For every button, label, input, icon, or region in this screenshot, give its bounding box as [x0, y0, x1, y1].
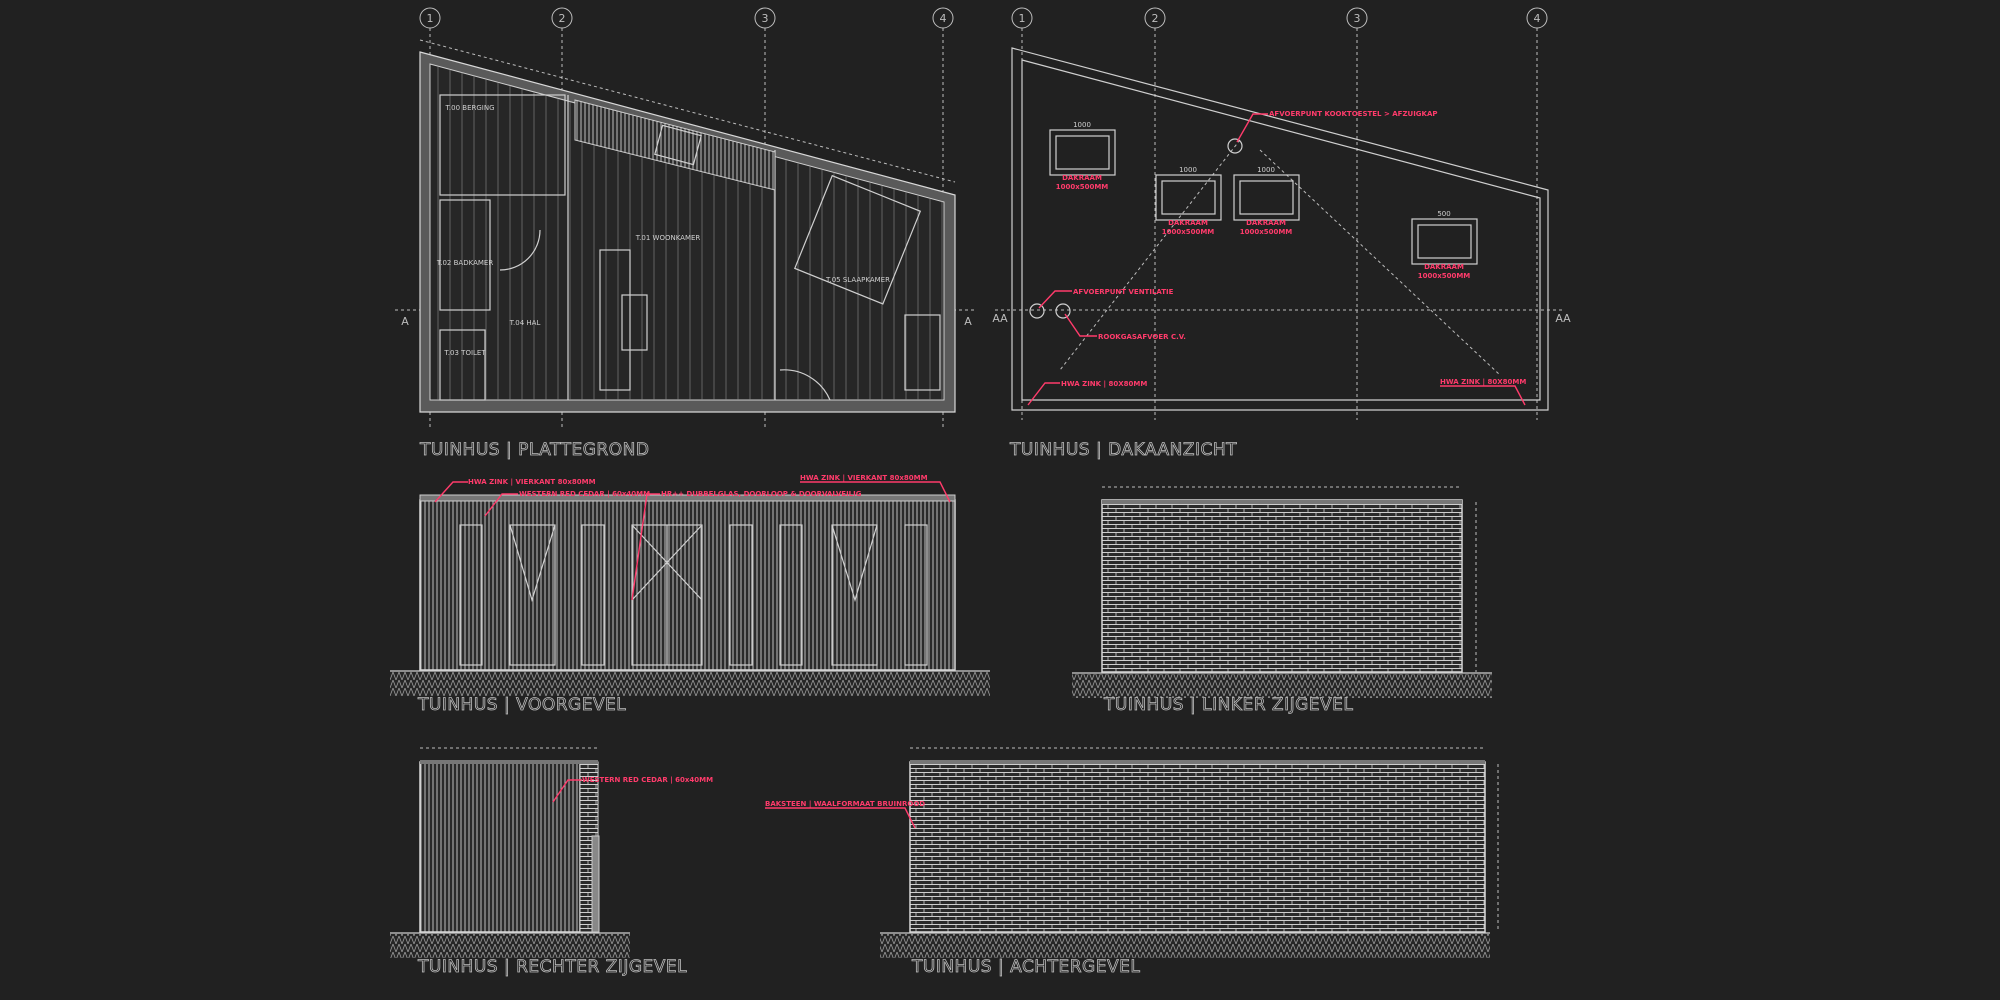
- drawing-label: 3: [1354, 12, 1361, 25]
- drawing-label: AA: [992, 312, 1008, 325]
- drawing-label: T.03 TOILET: [443, 349, 486, 357]
- title-plan: TUINHUS | PLATTEGROND: [419, 440, 649, 460]
- drawing-label: 1000: [1179, 166, 1197, 174]
- drawing-label: HWA ZINK | VIERKANT 80x80MM: [800, 474, 928, 483]
- drawing-label: DAKRAAM: [1168, 219, 1208, 227]
- grid-bubble: [551, 7, 573, 29]
- rear-elevation: BAKSTEEN | WAALFORMAAT BRUINROOD TUINHUS…: [765, 747, 1499, 977]
- drawing-label: 1: [1019, 12, 1026, 25]
- drawing-label: T.01 WOONKAMER: [635, 234, 701, 242]
- drawing-label: WESTERN RED CEDAR | 60x40MM: [519, 490, 650, 499]
- front-elevation: HWA ZINK | VIERKANT 80x80MM WESTERN RED …: [390, 474, 990, 715]
- cabinet: [599, 249, 631, 391]
- window: [581, 524, 605, 666]
- kitchen-counter: [574, 99, 776, 191]
- drawing-label: ROOKGASAFVOER C.V.: [1098, 333, 1186, 341]
- drawing-label: 1000x500MM: [1056, 183, 1109, 191]
- desk: [904, 314, 941, 391]
- drawing-label: 1000x500MM: [1162, 228, 1215, 236]
- grid-bubble: [932, 7, 954, 29]
- drawing-label: T.02 BADKAMER: [436, 259, 494, 267]
- title-roof: TUINHUS | DAKAANZICHT: [1009, 440, 1237, 460]
- drawing-label: T.04 HAL: [509, 319, 541, 327]
- title-left: TUINHUS | LINKER ZIJGEVEL: [1103, 695, 1353, 715]
- left-elevation: TUINHUS | LINKER ZIJGEVEL: [1072, 486, 1492, 715]
- window: [729, 524, 753, 666]
- title-right: TUINHUS | RECHTER ZIJGEVEL: [417, 957, 687, 977]
- drawing-label: 1000: [1257, 166, 1275, 174]
- drawing-label: DAKRAAM: [1246, 219, 1286, 227]
- drawing-label: 2: [559, 12, 566, 25]
- drawing-label: HWA ZINK | 80X80MM: [1061, 380, 1147, 389]
- drawing-label: 1000x500MM: [1418, 272, 1471, 280]
- grid-bubble: [419, 7, 441, 29]
- door-swing: [499, 229, 541, 271]
- door: [509, 524, 556, 666]
- drawing-label: 2: [1152, 12, 1159, 25]
- drawing-label: 4: [1534, 12, 1541, 25]
- door: [831, 524, 878, 666]
- table: [621, 294, 648, 351]
- right-elevation: WESTERN RED CEDAR | 60x40MM TUINHUS | RE…: [390, 747, 713, 977]
- drawing-label: HWA ZINK | 80X80MM: [1440, 378, 1526, 387]
- drawing-label: DAKRAAM: [1424, 263, 1464, 271]
- door-swing: [779, 369, 831, 401]
- bathroom: [439, 94, 566, 196]
- drawing-label: AA: [1555, 312, 1571, 325]
- toilet-room: [439, 329, 486, 401]
- drawing-label: BAKSTEEN | WAALFORMAAT BRUINROOD: [765, 800, 925, 809]
- drawing-label: 1000x500MM: [1240, 228, 1293, 236]
- cooktop: [654, 124, 702, 166]
- drawing-label: HWA ZINK | VIERKANT 80x80MM: [468, 478, 596, 487]
- bed: [793, 174, 922, 305]
- drawing-label: DAKRAAM: [1062, 174, 1102, 182]
- window: [904, 524, 928, 666]
- drawing-label: T.05 SLAAPKAMER: [825, 276, 890, 284]
- drawing-label: 4: [940, 12, 947, 25]
- drawing-label: A: [401, 315, 409, 328]
- window: [459, 524, 483, 666]
- floor-plan: 1 2 3 4 A A T.00 BERGING T.02 BADKAMER T…: [395, 7, 975, 460]
- drawing-label: 3: [762, 12, 769, 25]
- drawing-label: 1: [427, 12, 434, 25]
- drawing-label: AFVOERPUNT KOOKTOESTEL > AFZUIGKAP: [1269, 110, 1438, 118]
- title-rear: TUINHUS | ACHTERGEVEL: [911, 957, 1140, 977]
- drawing-label: 500: [1437, 210, 1450, 218]
- title-front: TUINHUS | VOORGEVEL: [417, 695, 626, 715]
- drawing-label: HR++ DUBBELGLAS, DOORLOOP & DOORVALVEILI…: [661, 490, 862, 498]
- window: [779, 524, 803, 666]
- drawing-label: WESTERN RED CEDAR | 60x40MM: [582, 776, 713, 785]
- shower: [439, 199, 491, 311]
- drawing-label: A: [964, 315, 972, 328]
- drawing-label: T.00 BERGING: [444, 104, 494, 112]
- drawing-label: 1000: [1073, 121, 1091, 129]
- grid-bubble: [754, 7, 776, 29]
- roof-outline: [1011, 47, 1549, 411]
- drawing-label: AFVOERPUNT VENTILATIE: [1073, 288, 1174, 296]
